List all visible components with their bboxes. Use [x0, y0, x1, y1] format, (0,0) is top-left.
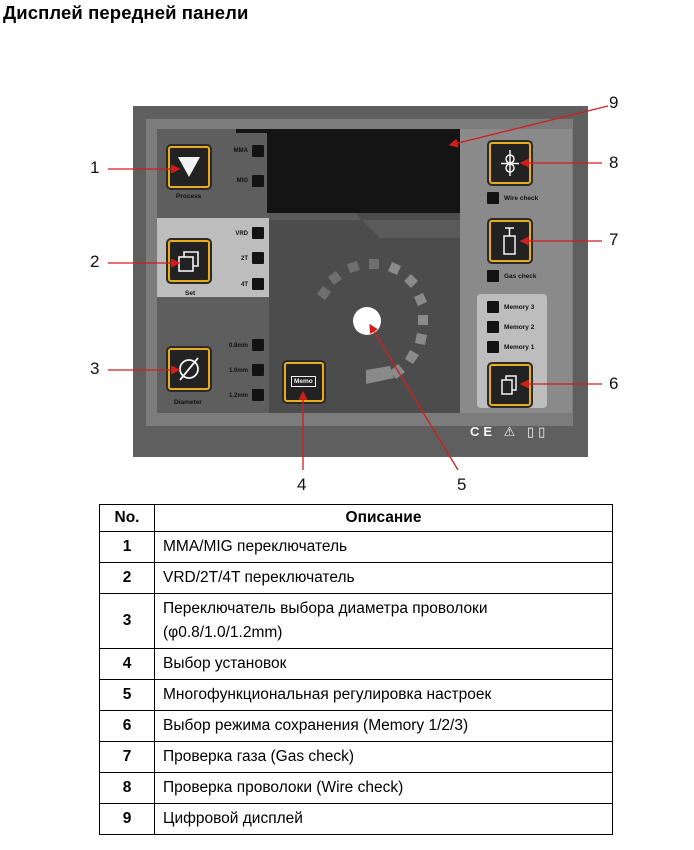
process-button[interactable]	[168, 146, 210, 188]
row-no: 7	[99, 741, 155, 773]
memory-2-indicator	[487, 321, 499, 333]
callout-lines	[108, 105, 609, 471]
gas-check-indicator	[487, 270, 499, 282]
row-text: Цифровой дисплей	[154, 803, 613, 835]
row-no: 3	[99, 593, 155, 649]
wire-spool-icon	[501, 150, 519, 176]
knob-graphics	[269, 213, 460, 384]
row-no: 9	[99, 803, 155, 835]
row-text: VRD/2T/4T переключатель	[154, 562, 613, 594]
callout-line-9	[448, 105, 609, 148]
memo-label: Memo	[291, 376, 316, 387]
wire-check-label: Wire check	[504, 195, 539, 202]
wire-1-0-indicator	[252, 364, 264, 376]
callout-3: 3	[90, 359, 100, 378]
row-no: 8	[99, 772, 155, 804]
table-header-row: No. Описание	[99, 504, 613, 532]
row-text: MMA/MIG переключатель	[154, 531, 613, 563]
process-label: Process	[176, 193, 202, 200]
row-no: 2	[99, 562, 155, 594]
memory-2-label: Memory 2	[504, 324, 535, 331]
4t-label: 4T	[240, 282, 248, 288]
row-text: Многофункциональная регулировка настроек	[154, 679, 613, 711]
knob-scale-arc-right	[366, 262, 428, 384]
mma-label: MMA	[233, 148, 248, 154]
memory-3-indicator	[487, 301, 499, 313]
memory-1-label: Memory 1	[504, 344, 535, 351]
callout-line-5	[369, 323, 459, 471]
memory-3-label: Memory 3	[504, 304, 535, 311]
memory-1-indicator	[487, 341, 499, 353]
set-label: Set	[185, 290, 196, 297]
mig-label: MIG	[236, 178, 248, 184]
center-bevel	[269, 213, 460, 238]
mig-indicator	[252, 175, 264, 187]
wire-0-8-label: 0.8mm	[228, 343, 248, 349]
header-no: No.	[99, 504, 155, 532]
2t-indicator	[252, 252, 264, 264]
row-text: Выбор режима сохранения (Memory 1/2/3)	[154, 710, 613, 742]
callout-6: 6	[609, 374, 619, 393]
wire-1-2-label: 1.2mm	[228, 393, 248, 399]
gas-check-label: Gas check	[504, 273, 537, 280]
wire-1-2-indicator	[252, 389, 264, 401]
page-heading: Дисплей передней панели	[3, 2, 249, 23]
callout-7: 7	[609, 230, 619, 249]
wire-1-0-label: 1.0mm	[228, 368, 248, 374]
row-text: Переключатель выбора диаметра проволоки …	[154, 593, 613, 649]
row-no: 5	[99, 679, 155, 711]
front-panel-figure: Process MMA MIG Set VRD 2T 4T Diameter 0…	[90, 93, 619, 494]
callout-8: 8	[609, 153, 619, 172]
knob-scale-arc	[317, 259, 379, 300]
memory-cards-icon	[501, 375, 517, 395]
header-description: Описание	[154, 504, 613, 532]
callout-9: 9	[609, 93, 619, 112]
row-no: 1	[99, 531, 155, 563]
vrd-indicator	[252, 227, 264, 239]
gas-cylinder-icon	[503, 227, 516, 255]
2t-label: 2T	[240, 256, 248, 262]
callout-2: 2	[90, 252, 100, 271]
mma-indicator	[252, 145, 264, 157]
callout-4: 4	[297, 475, 307, 494]
row-text: Проверка проволоки (Wire check)	[154, 772, 613, 804]
display-tab	[236, 129, 268, 133]
row-text: Выбор установок	[154, 648, 613, 680]
certification-marks: CE ⚠ ▯▯	[470, 424, 550, 439]
diameter-label: Diameter	[174, 399, 202, 406]
callout-5: 5	[457, 475, 467, 494]
4t-indicator	[252, 278, 264, 290]
row-no: 6	[99, 710, 155, 742]
triangle-down-icon	[178, 157, 200, 177]
wire-0-8-indicator	[252, 339, 264, 351]
wire-check-indicator	[487, 192, 499, 204]
row-no: 4	[99, 648, 155, 680]
row-text: Проверка газа (Gas check)	[154, 741, 613, 773]
digital-display	[267, 129, 461, 213]
vrd-label: VRD	[235, 231, 248, 237]
callout-1: 1	[90, 158, 100, 177]
